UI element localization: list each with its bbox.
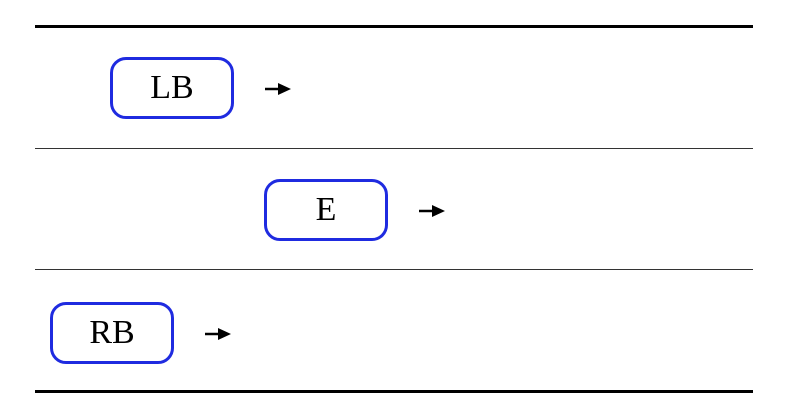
divider-rule-1 (35, 148, 753, 149)
e-box: E (264, 179, 388, 241)
row-e: E (0, 150, 791, 270)
right-arrow-icon (265, 83, 291, 95)
row-rb: RB (0, 272, 791, 392)
divider-rule-2 (35, 269, 753, 270)
right-arrow-icon (205, 328, 231, 340)
lb-box: LB (110, 57, 234, 119)
row-lb: LB (0, 28, 791, 148)
rb-box: RB (50, 302, 174, 364)
lb-label: LB (150, 69, 194, 106)
bottom-rule (35, 390, 753, 393)
e-label: E (315, 191, 337, 228)
top-rule (35, 25, 753, 28)
right-arrow-icon (419, 205, 445, 217)
rb-label: RB (89, 314, 135, 351)
